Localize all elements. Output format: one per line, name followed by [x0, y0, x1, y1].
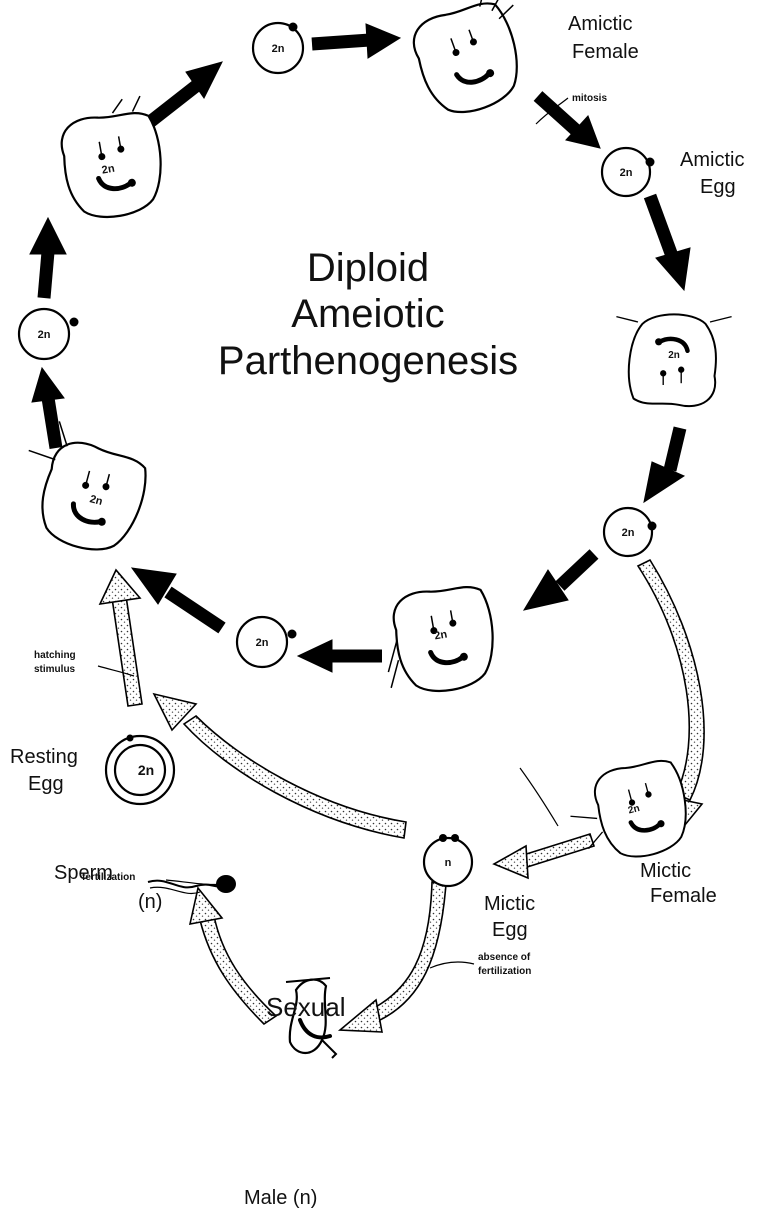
arrow-head-to-male	[340, 1000, 382, 1032]
annotation-hatching-stimulus-line2: stimulus	[34, 664, 76, 675]
mictic-egg: n	[424, 834, 472, 886]
cycle-arrow-female-to-egg-4	[150, 62, 222, 122]
svg-text:n: n	[445, 857, 452, 869]
svg-text:2n: 2n	[620, 167, 633, 179]
annotation-absence-line1: absence of	[478, 952, 531, 963]
arrow-male-to-sperm	[200, 916, 276, 1024]
arrow-hatching	[112, 596, 142, 706]
hatchling-rotifer-right: 2n	[616, 314, 731, 406]
diploid-egg-right: 2n	[604, 508, 657, 556]
annotation-hatching-stimulus-line1: hatching	[34, 650, 76, 661]
cycle-arrow-female-to-egg-3	[32, 368, 64, 448]
title-line-3: Parthenogenesis	[218, 339, 518, 383]
cycle-arrow-egg-to-female-4	[30, 218, 66, 298]
svg-text:2n: 2n	[433, 628, 448, 642]
diploid-egg-bottom: 2n	[237, 617, 297, 667]
arrow-head-to-mictic-egg	[494, 846, 528, 878]
svg-text:2n: 2n	[101, 163, 116, 177]
svg-text:2n: 2n	[38, 329, 51, 341]
annotation-pointers	[98, 98, 568, 968]
annotation-mitosis: mitosis	[572, 93, 607, 104]
arrow-absence-of-fertilization	[370, 882, 446, 1020]
svg-text:2n: 2n	[256, 637, 269, 649]
svg-text:2n: 2n	[668, 350, 680, 361]
arrow-mictic-female-to-mictic-egg	[520, 834, 594, 868]
female-rotifer-left-lower: 2n	[8, 416, 156, 560]
label-mictic-female-line1: Mictic	[640, 860, 691, 882]
cycle-arrow-hatchling-to-egg	[644, 428, 684, 502]
label-mictic-female-line2: Female	[650, 885, 717, 907]
resting-egg: 2n	[106, 735, 174, 805]
label-amictic-female-line1: Amictic	[568, 13, 632, 35]
label-sexual: Sexual	[266, 992, 346, 1022]
label-amictic-egg-line2: Egg	[700, 176, 736, 198]
label-male: Male (n)	[244, 1187, 317, 1209]
label-mictic-egg-line2: Egg	[492, 919, 528, 941]
title-line-1: Diploid	[307, 246, 429, 290]
annotation-absence-line2: fertilization	[478, 966, 531, 977]
label-resting-egg-line1: Resting	[10, 746, 78, 768]
svg-text:2n: 2n	[272, 43, 285, 55]
cycle-arrow-amictic-egg-to-hatchling	[650, 196, 690, 290]
label-resting-egg-line2: Egg	[28, 773, 64, 795]
label-sperm-ploidy: (n)	[138, 891, 162, 913]
female-rotifer-bottom: 2n	[376, 581, 502, 701]
annotation-fertilization: fertilization	[82, 872, 135, 883]
diagram-title: Diploid Ameiotic Parthenogenesis	[218, 246, 518, 383]
label-mictic-egg-line1: Mictic	[484, 893, 535, 915]
svg-text:2n: 2n	[622, 527, 635, 539]
amictic-egg: 2n	[602, 148, 655, 196]
label-amictic-egg-line1: Amictic	[680, 149, 744, 171]
mictic-female-rotifer: 2n	[562, 754, 697, 872]
label-amictic-female-line2: Female	[572, 41, 639, 63]
amictic-female-rotifer	[402, 0, 543, 124]
diploid-egg-top: 2n	[253, 23, 303, 74]
cycle-arrow-egg-to-female-2	[524, 554, 594, 610]
cycle-arrow-egg-to-female	[312, 24, 400, 58]
cycle-arrow-female-to-egg-2	[298, 640, 382, 672]
arrow-head-to-hatchling	[100, 570, 140, 604]
svg-text:2n: 2n	[138, 762, 154, 778]
title-line-2: Ameiotic	[291, 292, 444, 336]
arrow-fertilization	[184, 716, 406, 838]
diploid-egg-left: 2n	[19, 309, 79, 359]
cycle-arrow-egg-to-female-3	[132, 568, 222, 628]
